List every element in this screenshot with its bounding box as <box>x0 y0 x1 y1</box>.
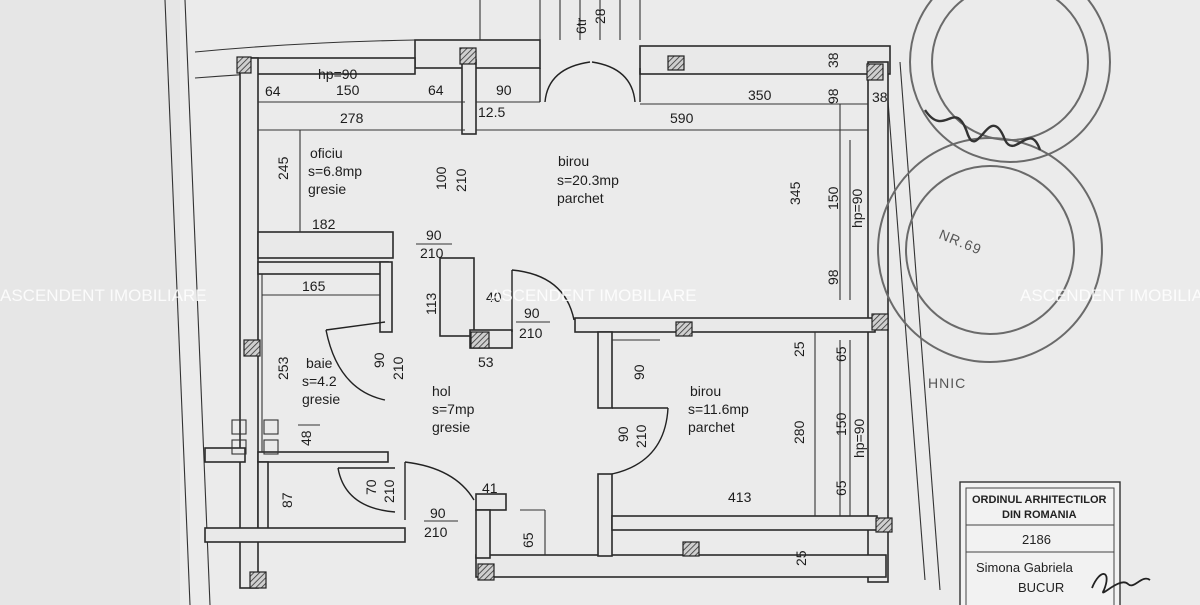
dim-70: 70 <box>363 479 379 495</box>
dim-98-a: 98 <box>825 88 841 104</box>
dimension-labels: hp=90 64 150 64 90 350 38 98 38 278 12.5… <box>265 8 888 566</box>
walls <box>204 39 891 589</box>
room-baie-name: baie <box>306 355 333 371</box>
dim-40: 40 <box>486 289 502 305</box>
watermarks: ASCENDENT IMOBILIARE ASCENDENT IMOBILIAR… <box>0 286 1200 305</box>
dim-98-b: 98 <box>825 269 841 285</box>
dim-25-b: 25 <box>793 550 809 566</box>
room-oficiu-name: oficiu <box>310 145 343 161</box>
dim-590: 590 <box>670 110 694 126</box>
dim-hp-right2: hp=90 <box>851 418 867 458</box>
architect-name: Simona Gabriela <box>976 560 1074 575</box>
architect-signature <box>1091 573 1151 594</box>
room-hol-name: hol <box>432 383 451 399</box>
watermark-center: ASCENDENT IMOBILIARE <box>490 286 697 305</box>
dim-150-b: 150 <box>825 186 841 210</box>
architect-org-line2: DIN ROMANIA <box>1002 509 1077 521</box>
dim-38-b: 38 <box>872 89 888 105</box>
dim-90-b: 90 <box>426 227 442 243</box>
dim-64-left: 64 <box>265 83 281 99</box>
dim-245: 245 <box>275 156 291 180</box>
room-birou1-name: birou <box>558 153 589 169</box>
dim-90-c: 90 <box>524 305 540 321</box>
dim-210-e: 210 <box>633 424 649 448</box>
architect-org-line1: ORDINUL ARHITECTILOR <box>972 494 1106 506</box>
room-birou1-area: s=20.3mp <box>557 172 619 188</box>
dim-210-d: 210 <box>390 356 406 380</box>
dim-64-mid: 64 <box>428 82 444 98</box>
dim-25-a: 25 <box>791 341 807 357</box>
dim-253: 253 <box>275 356 291 380</box>
columns <box>236 47 893 589</box>
dim-210-f: 210 <box>381 479 397 503</box>
architect-number: 2186 <box>1022 532 1051 547</box>
dim-28: 28 <box>592 8 608 24</box>
room-birou2-name: birou <box>690 383 721 399</box>
dim-345: 345 <box>787 181 803 205</box>
official-stamp: HNIC NR.69 <box>877 0 1111 391</box>
watermark-right: ASCENDENT IMOBILIARE <box>1020 286 1200 305</box>
watermark-left: ASCENDENT IMOBILIARE <box>0 286 207 305</box>
stamp-text-nr: NR.69 <box>937 226 984 258</box>
dim-12-5: 12.5 <box>478 104 505 120</box>
dim-278: 278 <box>340 110 364 126</box>
dim-210-a: 210 <box>453 168 469 192</box>
dim-210-c: 210 <box>519 325 543 341</box>
dim-65-a: 65 <box>833 346 849 362</box>
dim-65-b: 65 <box>833 480 849 496</box>
dim-413: 413 <box>728 489 752 505</box>
dim-100: 100 <box>433 166 449 190</box>
dim-150-c: 150 <box>833 412 849 436</box>
room-baie-floor: gresie <box>302 391 340 407</box>
interior-lines <box>231 0 868 555</box>
dim-hp-right: hp=90 <box>849 188 865 228</box>
dim-90-f: 90 <box>615 426 631 442</box>
dim-210-b: 210 <box>420 245 444 261</box>
dim-6tr: 6tr <box>573 17 589 34</box>
dim-41: 41 <box>482 480 498 496</box>
dim-210-g: 210 <box>424 524 448 540</box>
room-hol-floor: gresie <box>432 419 470 435</box>
dim-280: 280 <box>791 420 807 444</box>
dim-hp-top: hp=90 <box>318 66 358 82</box>
room-baie-area: s=4.2 <box>302 373 337 389</box>
architect-box: ORDINUL ARHITECTILOR DIN ROMANIA 2186 Si… <box>959 481 1151 605</box>
dim-90-g: 90 <box>430 505 446 521</box>
room-hol-area: s=7mp <box>432 401 475 417</box>
dim-350: 350 <box>748 87 772 103</box>
dim-90-d: 90 <box>371 352 387 368</box>
dim-150-top: 150 <box>336 82 360 98</box>
room-oficiu-area: s=6.8mp <box>308 163 362 179</box>
architect-surname: BUCUR <box>1018 580 1064 595</box>
dim-38-a: 38 <box>825 52 841 68</box>
dim-182: 182 <box>312 216 336 232</box>
room-oficiu-floor: gresie <box>308 181 346 197</box>
dim-165: 165 <box>302 278 326 294</box>
doors <box>325 61 669 520</box>
dim-90-top: 90 <box>496 82 512 98</box>
dim-53: 53 <box>478 354 494 370</box>
signature-scribble <box>924 109 1042 151</box>
paper-edge <box>0 0 180 605</box>
dim-87: 87 <box>279 492 295 508</box>
dim-48: 48 <box>298 430 314 446</box>
room-birou2-area: s=11.6mp <box>688 401 749 417</box>
dim-90-e: 90 <box>631 364 647 380</box>
dim-113: 113 <box>423 292 439 315</box>
room-birou1-floor: parchet <box>557 190 604 206</box>
room-birou2-floor: parchet <box>688 419 735 435</box>
stamp-text-hnic: HNIC <box>928 375 966 391</box>
dim-65-c: 65 <box>520 532 536 548</box>
room-labels: oficiu s=6.8mp gresie birou s=20.3mp par… <box>302 145 749 435</box>
